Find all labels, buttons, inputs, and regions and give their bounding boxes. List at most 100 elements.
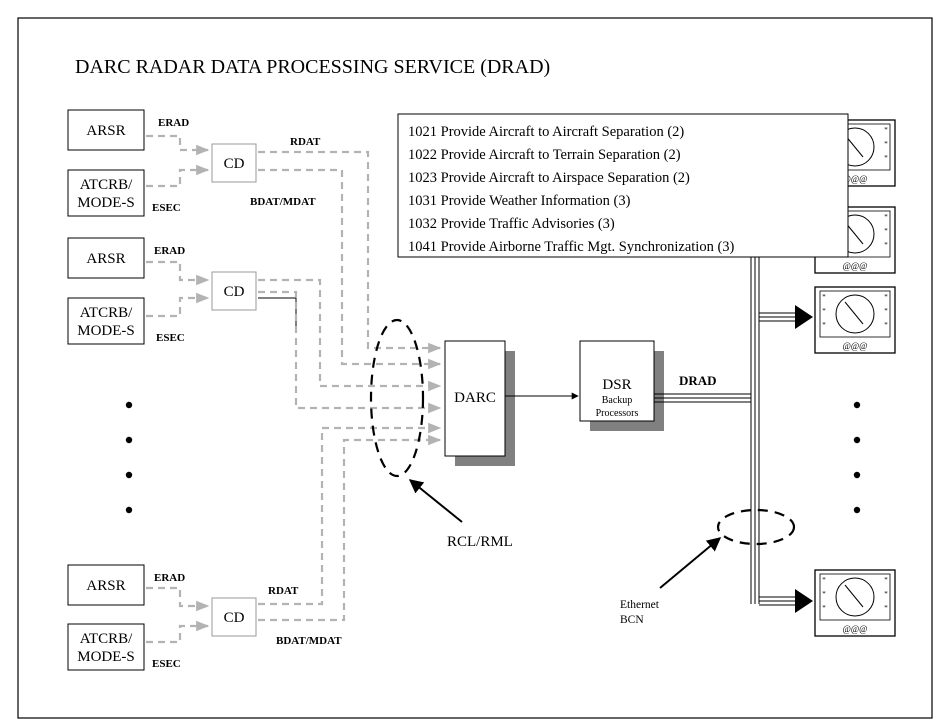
- function-item: 1031 Provide Weather Information (3): [408, 193, 631, 209]
- radar-scope-icon: [835, 577, 875, 617]
- cd-solid-link: [258, 297, 297, 330]
- esec-label: ESEC: [156, 332, 185, 344]
- erad-label: ERAD: [154, 245, 185, 257]
- esec-link: [146, 620, 210, 644]
- display-tick-mark: *: [884, 590, 888, 598]
- rcl-rml-links: [258, 150, 442, 622]
- more-sensors-dots-left: [125, 401, 133, 514]
- erad-label: ERAD: [158, 117, 189, 129]
- atcrbs-box: [67, 623, 145, 671]
- functions-box: [397, 113, 849, 258]
- dsr-sub2: Processors: [596, 408, 639, 419]
- rdat-label: RDAT: [268, 585, 299, 597]
- sensor-group-1: ARSR ATCRB/ MODE-S ERAD ESEC CD RDAT BDA…: [67, 109, 321, 217]
- atcrbs-label-line1: ATCRB/: [80, 305, 133, 321]
- diagram-title: DARC RADAR DATA PROCESSING SERVICE (DRAD…: [75, 56, 550, 78]
- function-item: 1041 Provide Airborne Traffic Mgt. Synch…: [408, 239, 735, 255]
- esec-link: [146, 164, 210, 188]
- radar-scope-icon: [835, 294, 875, 334]
- arsr-box: [67, 237, 145, 279]
- atcrbs-label-line2: MODE-S: [77, 323, 135, 339]
- display-tick-mark: *: [884, 140, 888, 148]
- display-feeds: [759, 305, 813, 613]
- darc-label: DARC: [454, 390, 496, 406]
- display-tick-mark: *: [884, 321, 888, 329]
- dsr-sub1: Backup: [602, 395, 633, 406]
- erad-label: ERAD: [154, 572, 185, 584]
- atcrbs-box: [67, 169, 145, 217]
- radar-sweep-line: [844, 584, 864, 608]
- display-tick-mark: *: [884, 154, 888, 162]
- display-tick-mark: *: [822, 604, 826, 612]
- arsr-box: [67, 109, 145, 151]
- display-label: @@@: [843, 624, 868, 634]
- atcrbs-label-line2: MODE-S: [77, 649, 135, 665]
- display-label: @@@: [843, 341, 868, 351]
- arsr-label: ARSR: [86, 578, 125, 594]
- erad-link: [146, 134, 210, 156]
- cd-label: CD: [224, 156, 245, 172]
- display-tick-mark: *: [884, 213, 888, 221]
- esec-label: ESEC: [152, 658, 181, 670]
- display-label: @@@: [843, 261, 868, 271]
- ethernet-label-line1: Ethernet: [620, 599, 660, 611]
- esec-link: [146, 292, 210, 318]
- display-tick-mark: *: [822, 293, 826, 301]
- cd-box: [211, 597, 257, 637]
- arsr-label: ARSR: [86, 123, 125, 139]
- display-label: @@@: [843, 174, 868, 184]
- cd-label: CD: [224, 610, 245, 626]
- display-tick-mark: *: [884, 241, 888, 249]
- function-item: 1021 Provide Aircraft to Aircraft Separa…: [408, 124, 684, 140]
- rcl-rml-pointer: [408, 479, 463, 523]
- display-tick-mark: *: [822, 590, 826, 598]
- page-frame: [17, 17, 933, 719]
- bdat-mdat-label: BDAT/MDAT: [250, 196, 316, 208]
- radar-sweep-line: [844, 301, 864, 325]
- erad-link: [146, 260, 210, 286]
- rdat-label: RDAT: [290, 136, 321, 148]
- ethernet-label-line2: BCN: [620, 614, 644, 626]
- cd-box: [211, 143, 257, 183]
- cd-label: CD: [224, 284, 245, 300]
- ethernet-pointer: [659, 537, 722, 589]
- atcrbs-box: [67, 297, 145, 345]
- controller-display: * * * * * * @@@: [814, 286, 896, 354]
- display-tick-mark: *: [884, 126, 888, 134]
- display-tick-mark: *: [822, 321, 826, 329]
- cd-box: [211, 271, 257, 311]
- functions-list: 1021 Provide Aircraft to Aircraft Separa…: [408, 124, 735, 255]
- erad-link: [146, 586, 210, 612]
- controller-display: * * * * * * @@@: [814, 569, 896, 637]
- function-item: 1023 Provide Aircraft to Airspace Separa…: [408, 170, 690, 186]
- atcrbs-label-line2: MODE-S: [77, 195, 135, 211]
- sensor-group-2: ARSR ATCRB/ MODE-S ERAD ESEC CD: [67, 237, 297, 345]
- darc-box: [444, 340, 506, 457]
- arsr-label: ARSR: [86, 251, 125, 267]
- atcrbs-label-line1: ATCRB/: [80, 177, 133, 193]
- ethernet-ellipse: [716, 508, 796, 546]
- display-tick-mark: *: [884, 227, 888, 235]
- rcl-rml-ellipse: [369, 318, 425, 478]
- arsr-box: [67, 564, 145, 606]
- display-tick-mark: *: [884, 293, 888, 301]
- drad-bus: [654, 255, 760, 604]
- display-tick-mark: *: [884, 604, 888, 612]
- drad-label: DRAD: [679, 373, 717, 388]
- rcl-rml-label: RCL/RML: [447, 534, 513, 550]
- function-item: 1032 Provide Traffic Advisories (3): [408, 216, 615, 232]
- atcrbs-label-line1: ATCRB/: [80, 631, 133, 647]
- function-item: 1022 Provide Aircraft to Terrain Separat…: [408, 147, 681, 163]
- display-tick-mark: *: [884, 576, 888, 584]
- esec-label: ESEC: [152, 202, 181, 214]
- dsr-box: [579, 340, 655, 422]
- display-tick-mark: *: [884, 307, 888, 315]
- sensor-group-3: ARSR ATCRB/ MODE-S ERAD ESEC CD RDAT BDA…: [67, 564, 342, 671]
- dsr-title: DSR: [602, 377, 631, 393]
- more-displays-dots-right: [853, 401, 861, 514]
- display-tick-mark: *: [822, 576, 826, 584]
- display-tick-mark: *: [822, 307, 826, 315]
- bdat-mdat-label: BDAT/MDAT: [276, 635, 342, 647]
